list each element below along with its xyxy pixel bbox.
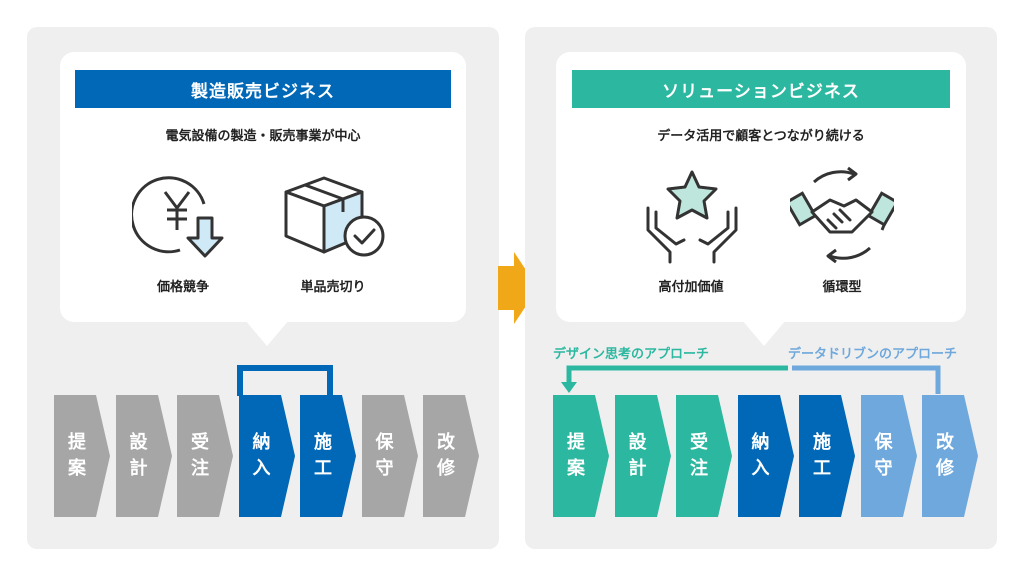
solution-step-5-char-1: 施 [813, 432, 831, 453]
solution-step-3-char-1: 受 [690, 432, 708, 453]
solution-card-pointer [742, 320, 786, 346]
manufacturing-step-5-char-1: 施 [314, 432, 332, 453]
single-sale-label: 単品売切り [300, 280, 366, 295]
circular-label: 循環型 [822, 280, 862, 295]
solution-step-7-char-1: 改 [936, 432, 954, 453]
solution-step-5: 施工 [799, 395, 855, 517]
hands-star-icon [646, 170, 738, 264]
yen-down-icon [132, 176, 224, 258]
solution-step-6: 保守 [860, 395, 917, 517]
solution-step-5-char-2: 工 [813, 458, 831, 479]
manufacturing-step-6: 保守 [361, 395, 418, 517]
focus-bracket-left [237, 365, 333, 396]
manufacturing-step-3: 受注 [177, 395, 233, 517]
solution-step-2-char-2: 計 [628, 458, 647, 479]
price-competition-label: 価格競争 [156, 280, 209, 295]
manufacturing-title: 製造販売ビジネス [75, 70, 451, 108]
manufacturing-card-pointer [245, 320, 289, 346]
transition-arrow-icon [498, 252, 538, 324]
solution-step-4: 納入 [737, 395, 794, 517]
solution-step-7: 改修 [922, 395, 978, 517]
solution-step-1-char-2: 案 [567, 458, 585, 479]
solution-title: ソリューションビジネス [572, 70, 950, 108]
high-value-label: 高付加価値 [658, 280, 724, 295]
manufacturing-step-4-char-2: 入 [252, 458, 271, 479]
design-approach-arrow-icon [561, 365, 788, 393]
data-approach-connector [792, 365, 941, 394]
solution-step-1: 提案 [553, 395, 609, 517]
manufacturing-step-5: 施工 [300, 395, 356, 517]
solution-step-4-char-1: 納 [751, 432, 770, 453]
solution-subtitle: データ活用で顧客とつながり続ける [657, 129, 865, 144]
manufacturing-step-7: 改修 [423, 395, 479, 517]
manufacturing-subtitle: 電気設備の製造・販売事業が中心 [165, 129, 361, 144]
manufacturing-step-2-char-2: 計 [129, 458, 148, 479]
box-check-icon [284, 176, 385, 257]
solution-step-6-char-2: 守 [874, 458, 893, 479]
manufacturing-step-1: 提案 [54, 395, 110, 517]
design-approach-label: デザイン思考のアプローチ [553, 347, 710, 362]
solution-step-7-char-2: 修 [936, 458, 954, 479]
manufacturing-step-2-char-1: 設 [129, 432, 148, 453]
manufacturing-step-3-char-2: 注 [191, 458, 209, 479]
solution-step-3-char-2: 注 [690, 458, 708, 479]
manufacturing-step-6-char-1: 保 [375, 432, 394, 453]
manufacturing-step-5-char-2: 工 [314, 458, 332, 479]
handshake-cycle-icon [790, 166, 894, 264]
manufacturing-step-7-char-2: 修 [437, 458, 455, 479]
manufacturing-step-4-char-1: 納 [252, 432, 271, 453]
solution-step-2-char-1: 設 [628, 432, 647, 453]
data-approach-label: データドリブンのアプローチ [788, 347, 958, 362]
solution-step-1-char-1: 提 [567, 432, 585, 453]
solution-step-3: 受注 [676, 395, 732, 517]
solution-step-4-char-2: 入 [751, 458, 770, 479]
solution-step-2: 設計 [614, 395, 671, 517]
manufacturing-step-7-char-1: 改 [437, 432, 455, 453]
manufacturing-step-2: 設計 [115, 395, 172, 517]
manufacturing-step-4: 納入 [238, 395, 295, 517]
manufacturing-step-1-char-2: 案 [68, 458, 86, 479]
manufacturing-step-3-char-1: 受 [191, 432, 209, 453]
solution-step-6-char-1: 保 [874, 432, 893, 453]
manufacturing-step-6-char-2: 守 [375, 458, 394, 479]
manufacturing-step-1-char-1: 提 [68, 432, 86, 453]
